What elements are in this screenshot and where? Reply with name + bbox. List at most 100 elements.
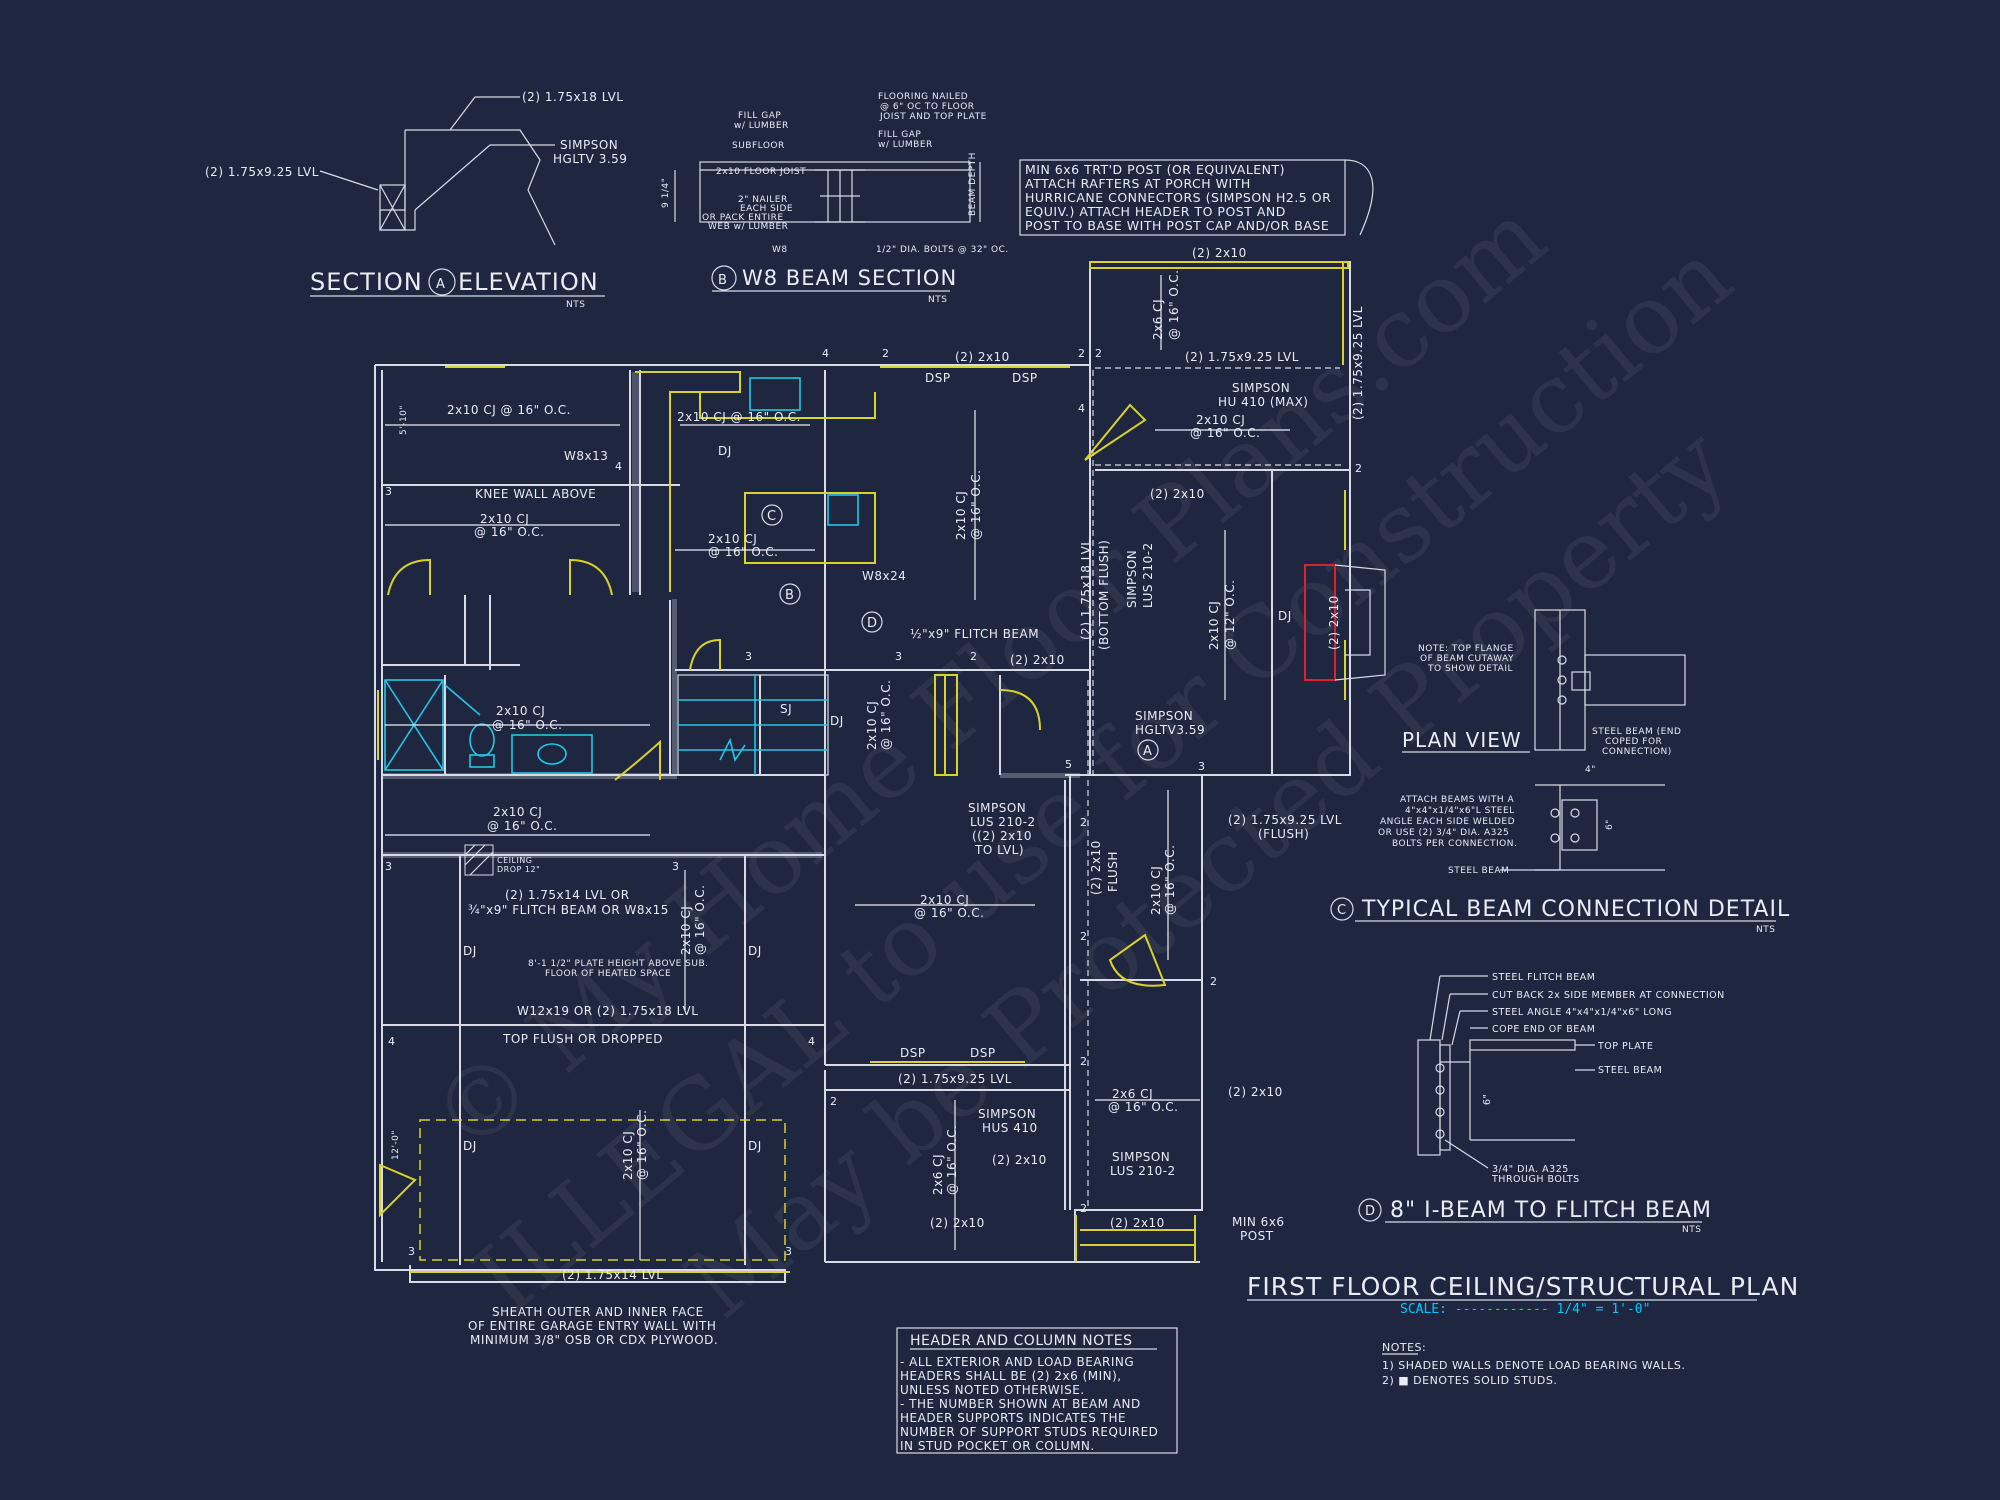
section-a-nts: NTS <box>566 300 585 310</box>
w8-6oc: @ 6" OC TO FLOOR <box>880 102 975 112</box>
conn-note-2: OF BEAM CUTAWAY <box>1420 654 1514 664</box>
flitch-dim6: 6" <box>1482 1094 1493 1105</box>
conn-attach-1: ATTACH BEAMS WITH A <box>1400 795 1515 805</box>
support-num: 2 <box>970 650 978 663</box>
label-b2x10c: (2) 2x10 <box>1110 1216 1165 1230</box>
label-cj-m: 2x6 CJ <box>931 1154 945 1195</box>
label-b2x10b: (2) 2x10 <box>930 1216 985 1230</box>
header-notes: HEADER AND COLUMN NOTES - ALL EXTERIOR A… <box>896 1327 1178 1454</box>
stairs <box>677 674 829 776</box>
label-cj-b: 2x10 CJ @ 16" O.C. <box>677 410 801 424</box>
label-ceiling-drop: CEILING <box>497 856 533 865</box>
w8-beam-section-detail: FILL GAP w/ LUMBER SUBFLOOR 2x10 FLOOR J… <box>661 92 1009 305</box>
w8-bolts: 1/2" DIA. BOLTS @ 32" OC. <box>876 245 1009 255</box>
label-dsp-4: DSP <box>970 1046 996 1060</box>
label-dj-family: DJ <box>1278 609 1292 623</box>
label-porch-cj: 2x6 CJ <box>1151 299 1165 340</box>
label-cj-east: 2x10 CJ <box>1149 866 1163 915</box>
label-cj-a: 2x10 CJ @ 16" O.C. <box>447 403 571 417</box>
label-plate-height: 8'-1 1/2" PLATE HEIGHT ABOVE SUB. <box>528 959 709 969</box>
label-cj-k: 2x10 CJ <box>865 701 879 750</box>
support-num: 2 <box>1080 1202 1088 1215</box>
w8-joist-plate: JOIST AND TOP PLATE <box>879 112 987 122</box>
flitch-label-4: COPE END OF BEAM <box>1492 1024 1595 1035</box>
label-cj-j: 2x10 CJ <box>920 893 969 907</box>
label-min-post: MIN 6x6 <box>1232 1215 1285 1229</box>
support-num: 3 <box>408 1245 416 1258</box>
w8-w8: W8 <box>772 245 788 255</box>
label-garage-lvl: (2) 1.75x14 LVL <box>562 1268 663 1282</box>
support-num: 2 <box>1078 347 1086 360</box>
w8-fill-gap: FILL GAP <box>738 111 781 121</box>
label-lvl18: (2) 1.75x18 LVL <box>1079 539 1093 640</box>
label-dj-d: DJ <box>748 1139 762 1153</box>
label-lvl-flush2: (FLUSH) <box>1258 827 1309 841</box>
label-cj-center-spacing: @ 16" O.C. <box>693 885 707 955</box>
flitch-label-2: CUT BACK 2x SIDE MEMBER AT CONNECTION <box>1492 990 1725 1001</box>
conn-steel-end-1: STEEL BEAM (END <box>1592 727 1681 737</box>
w8-lumber-2: w/ LUMBER <box>878 140 933 150</box>
note-2: 2) ■ DENOTES SOLID STUDS. <box>1382 1374 1557 1387</box>
label-cj-f: 2x10 CJ <box>493 805 542 819</box>
support-num: 3 <box>672 860 680 873</box>
callout-a: A <box>1143 744 1152 759</box>
header-note-7: IN STUD POCKET OR COLUMN. <box>900 1439 1095 1453</box>
support-num: 2 <box>1095 347 1103 360</box>
label-cj-g-spacing: @ 16" O.C. <box>969 470 983 540</box>
label-cj-d: 2x10 CJ <box>708 532 757 546</box>
w8-nts: NTS <box>928 295 947 305</box>
w8-floor-joist: 2x10 FLOOR JOIST <box>716 167 806 177</box>
floor-plan: (2) 2x10 (2) 1.75x9.25 LVL (2) 1.75x9.25… <box>374 246 1386 1347</box>
label-porch-cj-spacing: @ 16" O.C. <box>1167 270 1181 340</box>
label-ceiling-drop2: DROP 12" <box>497 865 540 874</box>
w8-or-pack: OR PACK ENTIRE <box>702 213 784 223</box>
w8-each-side: EACH SIDE <box>740 204 793 214</box>
label-cj-center: 2x10 CJ <box>679 906 693 955</box>
flitch-label-1: STEEL FLITCH BEAM <box>1492 972 1595 983</box>
flitch-label-8: THROUGH BOLTS <box>1491 1174 1580 1185</box>
support-num: 3 <box>895 650 903 663</box>
label-flush-2x10: (2) 2x10 <box>1089 840 1103 895</box>
w8-beam-depth: BEAM DEPTH <box>968 152 978 216</box>
label-porch-room-cj-spacing: @ 16" O.C. <box>1190 426 1260 440</box>
label-simpson-lus-c: SIMPSON <box>1112 1150 1170 1164</box>
section-a-lvl925: (2) 1.75x9.25 LVL <box>205 165 319 179</box>
label-r2x10: (2) 2x10 <box>1228 1085 1283 1099</box>
label-simpson-lus-b: SIMPSON <box>968 801 1026 815</box>
label-simpson-hgl2: HGLTV3.59 <box>1135 723 1205 737</box>
conn-title: TYPICAL BEAM CONNECTION DETAIL <box>1361 897 1790 922</box>
label-knee-wall: KNEE WALL ABOVE <box>475 487 596 501</box>
label-cj-n: 2x10 CJ <box>621 1131 635 1180</box>
w8-title: W8 BEAM SECTION <box>742 266 957 290</box>
label-dim-510: 5'-10" <box>399 405 409 435</box>
label-lvl14b: ¾"x9" FLITCH BEAM OR W8x15 <box>468 903 669 917</box>
post-note-line-3: HURRICANE CONNECTORS (SIMPSON H2.5 OR <box>1025 190 1331 205</box>
label-flitch-beam: ½"x9" FLITCH BEAM <box>910 627 1039 641</box>
flitch-label-7: 3/4" DIA. A325 <box>1492 1164 1569 1175</box>
note-1: 1) SHADED WALLS DENOTE LOAD BEARING WALL… <box>1382 1359 1685 1372</box>
support-num: 2 <box>882 347 890 360</box>
post-note-line-2: ATTACH RAFTERS AT PORCH WITH <box>1025 176 1251 191</box>
label-cj-c-spacing: @ 16" O.C. <box>474 525 544 539</box>
label-bottom-flush: (BOTTOM FLUSH) <box>1097 540 1111 650</box>
flitch-label-6: STEEL BEAM <box>1598 1065 1662 1076</box>
callout-b: B <box>785 588 794 603</box>
notes-title: NOTES: <box>1382 1341 1426 1354</box>
support-num: 3 <box>1198 760 1206 773</box>
flitch-label-3: STEEL ANGLE 4"x4"x1/4"x6" LONG <box>1492 1007 1672 1018</box>
label-simpson-hu: SIMPSON <box>1232 381 1290 395</box>
header-note-2: HEADERS SHALL BE (2) 2x6 (MIN), <box>900 1369 1122 1383</box>
label-mid-2x10: (2) 2x10 <box>1010 653 1065 667</box>
conn-steel-end-2: COPED FOR <box>1605 737 1662 747</box>
label-lvl-porch: (2) 1.75x9.25 LVL <box>1185 350 1299 364</box>
conn-letter: C <box>1337 903 1347 918</box>
w8-fill-gap-2: FILL GAP <box>878 130 921 140</box>
label-lvl925-south: (2) 1.75x9.25 LVL <box>898 1072 1012 1086</box>
section-a-hgltv: HGLTV 3.59 <box>553 152 627 166</box>
label-simpson-lus-v2: LUS 210-2 <box>1141 542 1155 608</box>
label-simpson-hus: SIMPSON <box>978 1107 1036 1121</box>
label-cj-j-spacing: @ 16" O.C. <box>914 906 984 920</box>
support-num: 3 <box>745 650 753 663</box>
label-simpson-hus2: HUS 410 <box>982 1121 1038 1135</box>
